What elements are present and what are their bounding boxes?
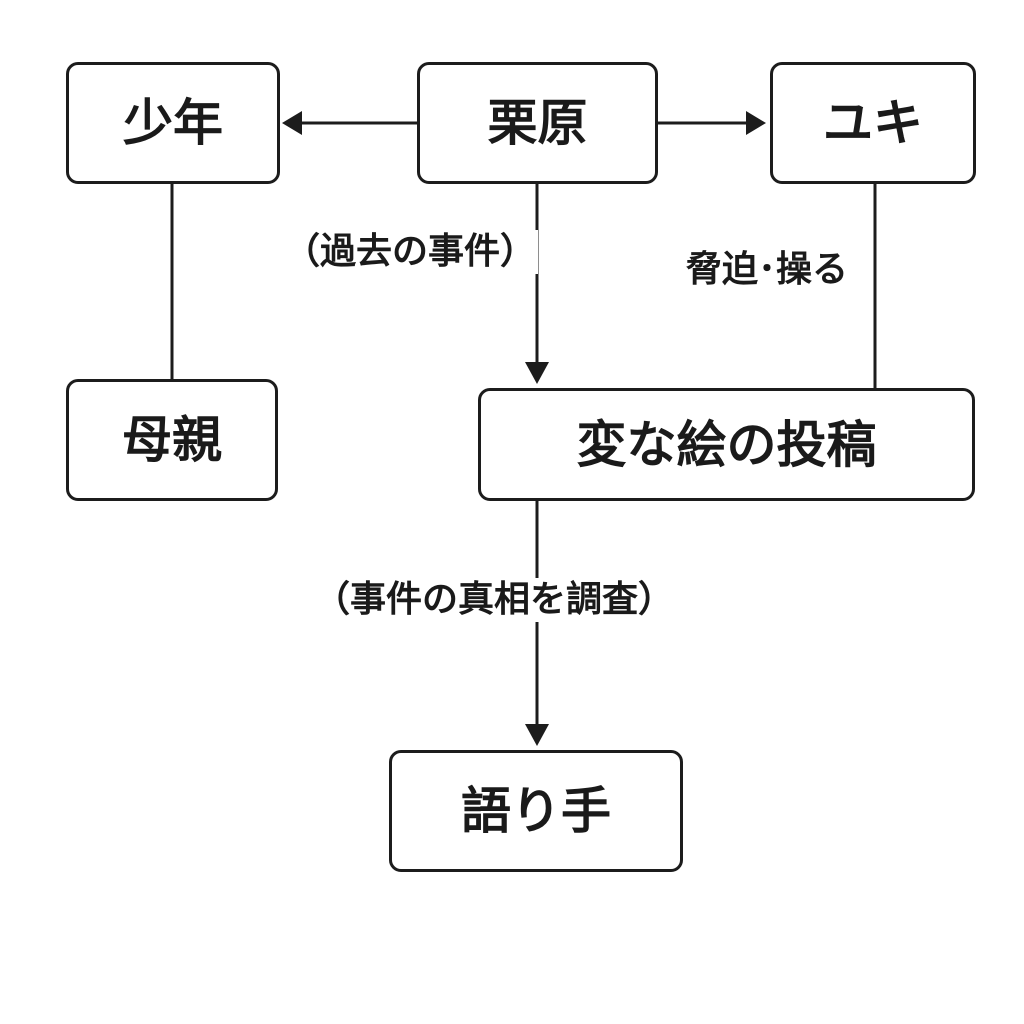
node-kurihara-label: 栗原 [487, 94, 588, 152]
node-yuki-label: ユキ [823, 94, 923, 152]
node-strange-picture-post: 変な絵の投稿 [478, 388, 975, 501]
node-yuki: ユキ [770, 62, 976, 184]
edge-label-threaten-manipulate: 脅迫･操る [684, 248, 851, 292]
node-shonen-label: 少年 [123, 94, 223, 152]
node-narrator-label: 語り手 [461, 782, 611, 840]
node-shonen: 少年 [66, 62, 280, 184]
node-narrator: 語り手 [389, 750, 683, 872]
edge-label-investigate-truth: （事件の真相を調査） [312, 578, 677, 622]
arrowhead-shonen [282, 111, 302, 135]
node-hahaoya: 母親 [66, 379, 278, 501]
arrowhead-post [525, 362, 549, 384]
arrowhead-narrator [525, 724, 549, 746]
node-hahaoya-label: 母親 [122, 411, 222, 469]
node-kurihara: 栗原 [417, 62, 658, 184]
node-post-label: 変な絵の投稿 [576, 415, 877, 474]
edge-label-past-incident: （過去の事件） [282, 230, 539, 274]
arrowhead-yuki [746, 111, 766, 135]
